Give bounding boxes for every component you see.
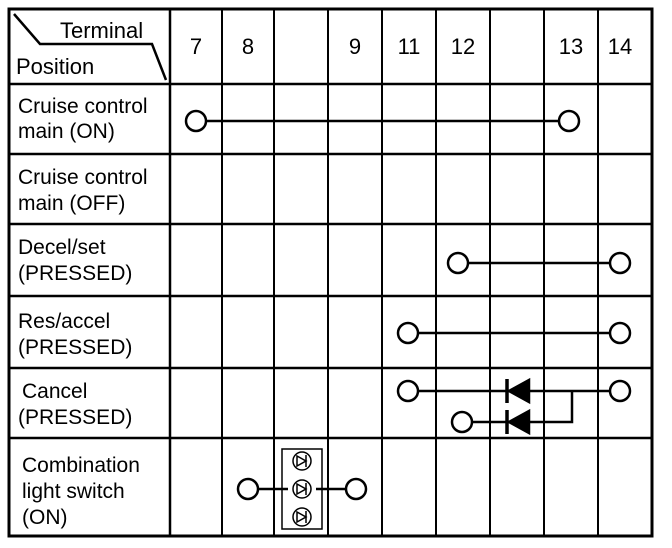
terminal-node — [557, 109, 581, 133]
terminal-number: 14 — [608, 34, 632, 59]
lamp-bank-frame — [281, 448, 323, 530]
connection-cruise-main-on — [184, 109, 581, 133]
position-label: light switch — [22, 480, 125, 503]
lamp-icon — [292, 451, 312, 471]
lamp-icon — [292, 479, 312, 499]
terminal-number: 7 — [190, 34, 202, 59]
table-grid — [7, 7, 654, 538]
position-label: Cruise control — [18, 166, 148, 189]
position-label: (PRESSED) — [18, 336, 132, 359]
position-label: main (OFF) — [18, 192, 125, 215]
header-diagonal — [13, 13, 168, 81]
position-header: Position — [16, 54, 94, 79]
lamp-icon — [292, 507, 312, 527]
position-label: (PRESSED) — [18, 262, 132, 285]
terminal-number: 11 — [398, 34, 421, 59]
position-label: Decel/set — [18, 236, 106, 259]
terminal-node — [608, 321, 632, 345]
branch-wire — [568, 391, 574, 424]
position-label: (ON) — [22, 506, 68, 529]
table-border — [7, 7, 654, 538]
terminal-labels: 7 8 9 11 12 13 14 — [190, 34, 632, 59]
diode-icon — [506, 408, 531, 436]
terminal-number: 13 — [559, 34, 583, 59]
terminal-node — [608, 251, 632, 275]
position-label: (PRESSED) — [18, 406, 132, 429]
position-label: Res/accel — [18, 310, 110, 333]
position-label: Combination — [22, 454, 140, 477]
terminal-node — [236, 477, 260, 501]
terminal-node — [396, 379, 420, 403]
terminal-node — [608, 379, 632, 403]
terminal-number: 12 — [451, 34, 475, 59]
terminal-node — [184, 109, 208, 133]
position-label: main (ON) — [18, 120, 115, 143]
position-labels: Cruise control main (ON) Cruise control … — [18, 95, 148, 529]
connection-res-accel — [396, 321, 632, 345]
connection-combination-light — [236, 448, 368, 530]
connection-decel-set — [446, 251, 632, 275]
terminal-number: 9 — [349, 34, 361, 59]
connection-cancel — [396, 377, 632, 436]
terminal-number: 8 — [242, 34, 254, 59]
terminal-node — [450, 410, 474, 434]
terminal-node — [344, 477, 368, 501]
continuity-connections — [184, 109, 632, 530]
diode-icon — [506, 377, 531, 405]
position-label: Cruise control — [18, 95, 148, 118]
position-label: Cancel — [22, 380, 87, 403]
terminal-node — [396, 321, 420, 345]
terminal-header: Terminal — [60, 18, 143, 43]
terminal-node — [446, 251, 470, 275]
